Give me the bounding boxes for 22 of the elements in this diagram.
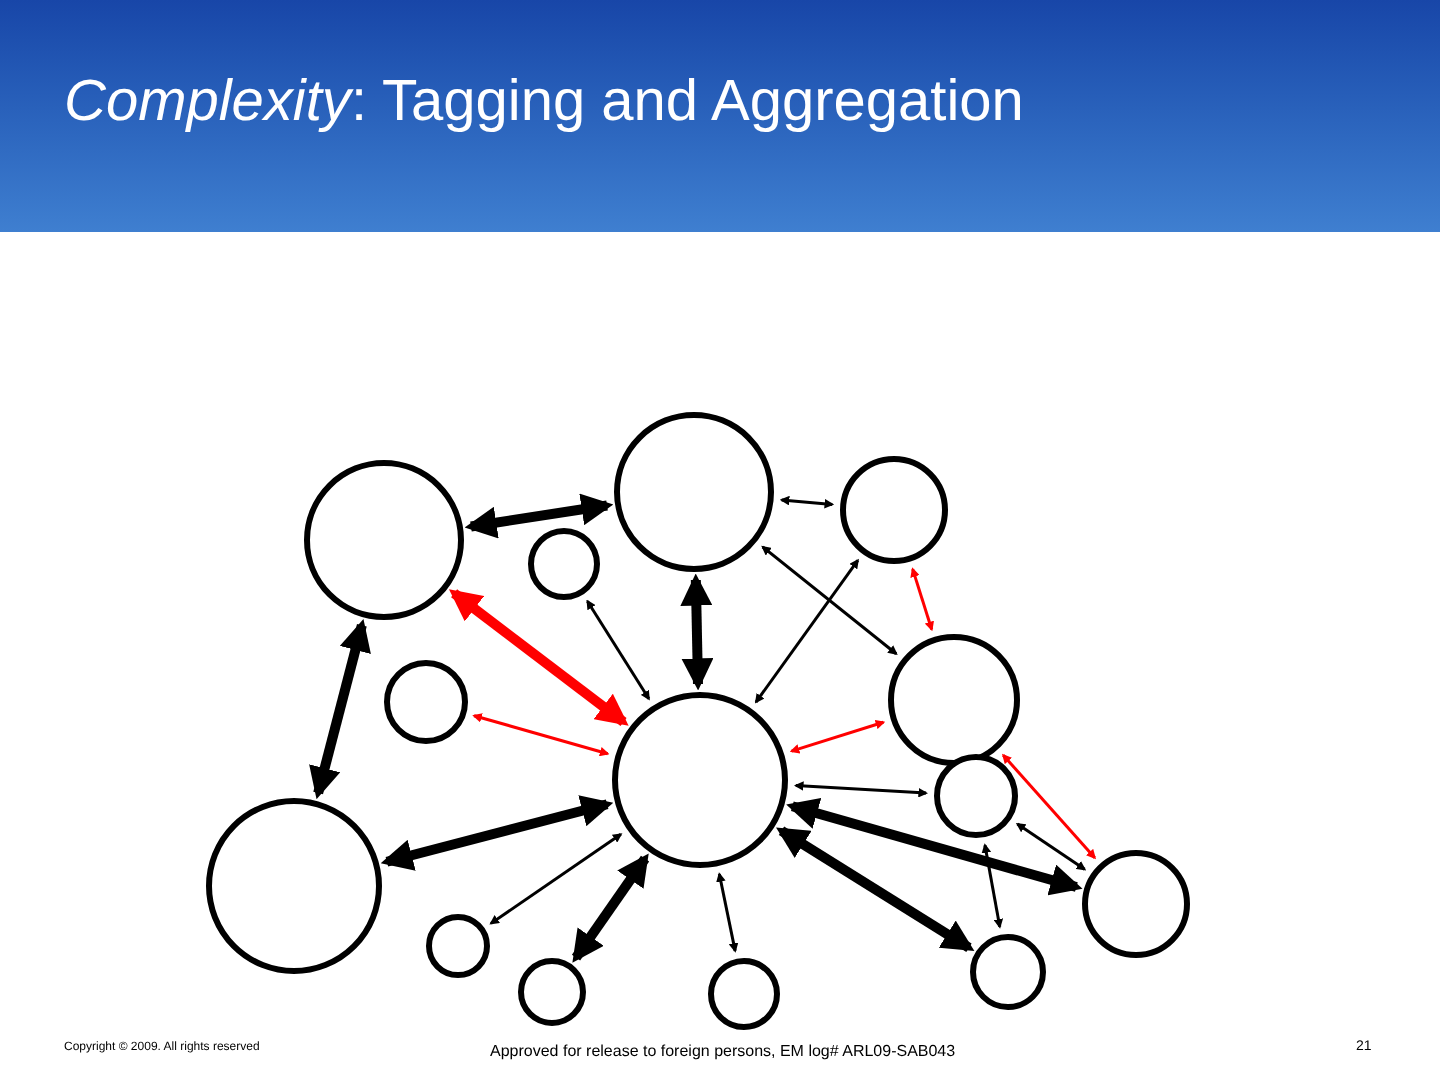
- arrow: [472, 713, 610, 757]
- arrow: [464, 493, 614, 539]
- arrow: [786, 797, 1083, 896]
- arrow: [449, 589, 629, 726]
- arrow: [380, 795, 614, 871]
- arrow: [789, 719, 886, 754]
- arrow: [680, 573, 714, 691]
- arrow: [716, 872, 739, 953]
- arrow: [776, 826, 975, 952]
- release-note: Approved for release to foreign persons, EM log# ARL09-SAB043: [490, 1040, 956, 1064]
- arrow: [779, 495, 835, 509]
- arrow: [910, 567, 934, 632]
- arrow: [761, 545, 898, 655]
- arrow: [309, 618, 371, 800]
- arrow: [793, 781, 928, 798]
- arrow: [586, 599, 651, 701]
- slide-title: Complexity: Tagging and Aggregation: [64, 68, 1024, 138]
- arrow: [1015, 822, 1087, 871]
- arrow: [1002, 753, 1096, 860]
- arrow: [981, 843, 1004, 929]
- arrow: [571, 853, 650, 963]
- arrow: [489, 833, 623, 925]
